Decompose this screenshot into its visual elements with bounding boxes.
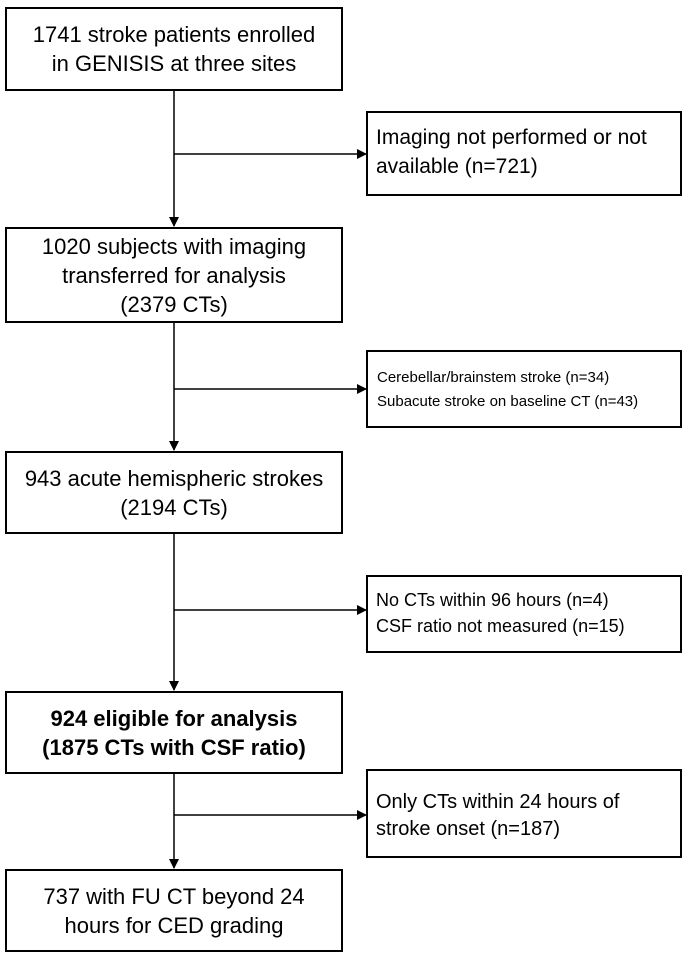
step-hemispheric-box: 943 acute hemispheric strokes (2194 CTs) xyxy=(5,451,343,534)
exclusion-imaging-box: Imaging not performed or not available (… xyxy=(366,111,682,196)
exclusion-ct-timing-line-1: No CTs within 96 hours (n=4) xyxy=(376,590,609,610)
exclusion-imaging-line-1: Imaging not performed or not xyxy=(376,126,647,149)
step-eligible-line-2: (1875 CTs with CSF ratio) xyxy=(42,735,306,760)
step-imaging-line-2: transferred for analysis xyxy=(62,263,286,288)
step-fu-ct-line-2: hours for CED grading xyxy=(64,913,284,938)
step-fu-ct-box: 737 with FU CT beyond 24 hours for CED g… xyxy=(5,869,343,952)
exclusion-24h-box: Only CTs within 24 hours of stroke onset… xyxy=(366,769,682,858)
step-enrolled-box: 1741 stroke patients enrolled in GENISIS… xyxy=(5,7,343,91)
step-hemispheric-line-2: (2194 CTs) xyxy=(120,495,228,520)
step-enrolled-line-1: 1741 stroke patients enrolled xyxy=(32,22,316,47)
exclusion-ct-timing-box: No CTs within 96 hours (n=4) CSF ratio n… xyxy=(366,575,682,653)
step-imaging-box: 1020 subjects with imaging transferred f… xyxy=(5,227,343,323)
exclusion-location-line-2: Subacute stroke on baseline CT (n=43) xyxy=(377,393,639,410)
exclusion-location-box: Cerebellar/brainstem stroke (n=34) Subac… xyxy=(366,350,682,428)
exclusion-imaging-line-2: available (n=721) xyxy=(376,155,538,178)
step-eligible-box: 924 eligible for analysis (1875 CTs with… xyxy=(5,691,343,774)
step-eligible-line-1: 924 eligible for analysis xyxy=(50,706,298,731)
step-imaging-line-3: (2379 CTs) xyxy=(120,292,228,317)
step-enrolled-line-2: in GENISIS at three sites xyxy=(51,51,297,76)
step-hemispheric-line-1: 943 acute hemispheric strokes xyxy=(24,466,324,491)
exclusion-ct-timing-line-2: CSF ratio not measured (n=15) xyxy=(376,616,625,636)
exclusion-24h-line-2: stroke onset (n=187) xyxy=(376,818,560,840)
step-imaging-line-1: 1020 subjects with imaging xyxy=(41,234,307,259)
step-fu-ct-line-1: 737 with FU CT beyond 24 xyxy=(43,884,305,909)
exclusion-location-line-1: Cerebellar/brainstem stroke (n=34) xyxy=(377,369,610,386)
exclusion-24h-line-1: Only CTs within 24 hours of xyxy=(376,791,620,813)
